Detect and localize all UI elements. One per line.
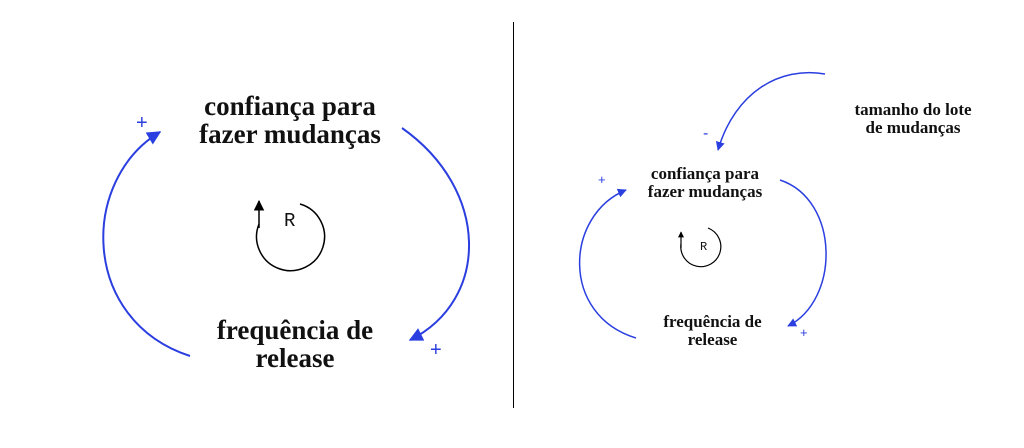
node-release-frequency-right: frequência de release — [663, 312, 762, 349]
polarity-sign-right-bottom: + — [800, 325, 808, 340]
link-release-to-confidence-right — [578, 188, 637, 339]
node-release-frequency-left: frequência de release — [216, 315, 374, 374]
node-confidence-right: confiança para fazer mudanças — [647, 164, 763, 201]
node-batch-size-right: tamanho do lote de mudanças — [854, 100, 972, 137]
loop-arrow-right — [680, 227, 722, 268]
loop-arrow-left — [255, 203, 326, 272]
polarity-sign-left-top: + — [136, 112, 148, 134]
link-confidence-to-release-right — [779, 179, 827, 327]
polarity-sign-left-bottom: + — [430, 339, 442, 361]
panel-divider — [513, 22, 514, 408]
node-confidence-left: confiança para fazer mudanças — [199, 91, 381, 150]
polarity-sign-right-external: - — [703, 125, 709, 142]
link-confidence-to-release-left — [401, 127, 470, 341]
link-batch-to-confidence-right — [715, 71, 826, 151]
link-release-to-confidence-left — [102, 131, 191, 357]
polarity-sign-right-top: + — [598, 172, 606, 187]
loop-label-left: R — [284, 210, 296, 232]
loop-label-right: R — [700, 240, 708, 254]
